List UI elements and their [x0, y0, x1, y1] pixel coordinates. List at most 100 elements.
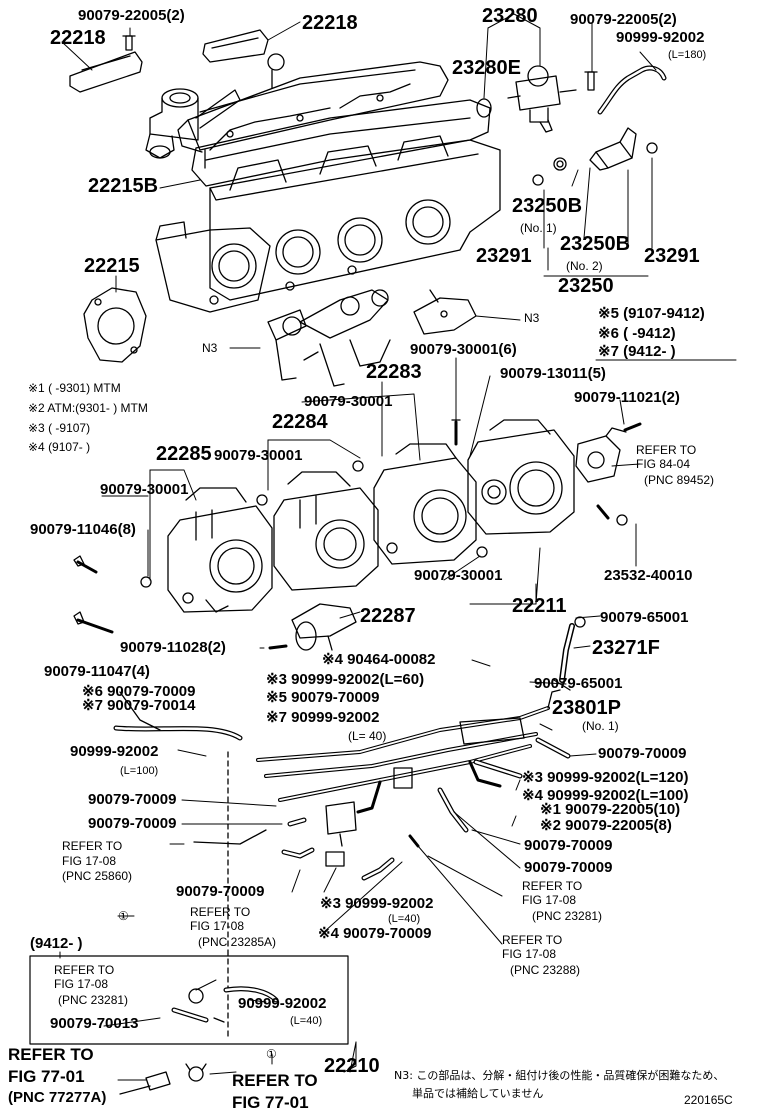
label-22218-right: 22218	[302, 12, 358, 34]
screw-90079-22005-top-drawing	[122, 35, 136, 51]
label-note-5: ※5 (9107-9412)	[598, 305, 705, 322]
label-no1-b: (No. 1)	[582, 719, 619, 733]
screw-90079-22005-drawing	[584, 71, 598, 91]
label-90079-30001-a: 90079-30001	[304, 393, 393, 410]
label-pnc-25860: (PNC 25860)	[62, 869, 133, 883]
inset-box-9412	[29, 955, 349, 1045]
label-90079-30001-b: 90079-30001	[214, 447, 303, 464]
label-23291-left: 23291	[476, 245, 532, 267]
label-90079-70009-m2: 90079-70009	[524, 859, 613, 876]
label-len-40-a: (L= 40)	[348, 729, 387, 743]
label-note-2: ※2 ATM:(9301- ) MTM	[28, 401, 148, 415]
label-note-n3-line2: 単品では補給していません	[412, 1087, 544, 1100]
label-90079-70009-right: 90079-70009	[598, 745, 687, 762]
throttle-body-22285-drawing	[167, 487, 273, 613]
label-refer-17c: REFER TO	[190, 905, 251, 919]
label-len-40-b: (L=40)	[388, 913, 421, 925]
label-23250: 23250	[558, 275, 614, 297]
label-pnc-23285A: (PNC 23285A)	[198, 935, 277, 949]
throttle-body-22283-drawing	[373, 443, 477, 565]
label-fig-17-08-c: FIG 17-08	[190, 919, 245, 933]
throttle-body-22284-drawing	[273, 471, 379, 591]
label-22287: 22287	[360, 605, 416, 627]
sensor-23250-drawing	[532, 127, 658, 186]
label-fig-17-08-e: FIG 17-08	[54, 977, 109, 991]
label-pnc-23281-r: (PNC 23281)	[532, 909, 603, 923]
label-note-n3-line1: N3: この部品は、分解・組付け後の性能・品質確保が困難なため、	[394, 1069, 725, 1082]
label-90464-00082: ※4 90464-00082	[322, 651, 436, 668]
label-refer-17d: REFER TO	[502, 933, 563, 947]
label-pnc-23281-b: (PNC 23281)	[58, 993, 129, 1007]
hose-lower-drawing	[119, 691, 420, 1041]
vsv-drawing	[325, 767, 413, 867]
label-s5-90079-70009: ※5 90079-70009	[266, 689, 380, 706]
label-note-1: ※1 ( -9301) MTM	[28, 381, 121, 395]
label-pnc-89452: (PNC 89452)	[644, 473, 715, 487]
label-s6-90079-70009: ※6 90079-70009	[82, 683, 196, 700]
label-22210: 22210	[324, 1055, 380, 1077]
label-22218-left: 22218	[50, 27, 106, 49]
label-s1-90079-22005-10: ※1 90079-22005(10)	[540, 801, 681, 818]
label-no1-a: (No. 1)	[520, 221, 557, 235]
label-s7-90999-92002: ※7 90999-92002	[266, 709, 380, 726]
label-23271F: 23271F	[592, 637, 660, 659]
label-len-100: (L=100)	[120, 765, 159, 777]
label-90079-65001-top: 90079-65001	[600, 609, 689, 626]
throttle-position-sensor-drawing	[575, 427, 627, 483]
nuts-drawing	[140, 460, 628, 628]
label-23250B-no2: 23250B	[560, 233, 631, 255]
label-note-6: ※6 ( -9412)	[598, 325, 676, 342]
label-90079-70009-bottom: 90079-70009	[176, 883, 265, 900]
o-ring-23280E-drawing	[476, 98, 492, 118]
label-n3-right: N3	[524, 311, 540, 325]
label-22215B: 22215B	[88, 175, 159, 197]
label-22211: 22211	[512, 595, 567, 617]
hose-77277A-drawing	[119, 1071, 171, 1095]
hose-90999-92002-100-drawing	[113, 725, 243, 741]
label-23532-40010: 23532-40010	[604, 567, 693, 584]
label-refer-17a: REFER TO	[62, 839, 123, 853]
label-date-9412: (9412- )	[30, 935, 83, 952]
label-22283: 22283	[366, 361, 422, 383]
label-90079-22005-2-top: 90079-22005(2)	[78, 7, 185, 24]
label-90079-11046-8: 90079-11046(8)	[30, 521, 136, 538]
label-len-180: (L=180)	[668, 49, 707, 61]
label-22284: 22284	[272, 411, 328, 433]
box-hoses-drawing	[171, 986, 279, 1023]
label-90079-11047-4: 90079-11047(4)	[44, 663, 150, 680]
throttle-linkage-n3-left-drawing	[267, 289, 391, 387]
label-fig-77-01-b: FIG 77-01	[232, 1093, 309, 1112]
label-note-7: ※7 (9412- )	[598, 343, 676, 360]
label-90079-65001-b: 90079-65001	[534, 675, 623, 692]
label-90079-22005-2-right: 90079-22005(2)	[570, 11, 677, 28]
label-23801P: 23801P	[552, 697, 621, 719]
label-s3-90999-92002-40: ※3 90999-92002	[320, 895, 434, 912]
label-22215: 22215	[84, 255, 140, 277]
hose-right-drawing	[437, 737, 571, 833]
label-no2: (No. 2)	[566, 259, 603, 273]
gasket-22215-drawing	[83, 287, 147, 363]
label-note-3: ※3 ( -9107)	[28, 421, 91, 435]
label-n3-left: N3	[202, 341, 218, 355]
label-refer-77a: REFER TO	[8, 1045, 94, 1064]
label-90999-92002-top: 90999-92002	[616, 29, 705, 46]
label-refer-17b: REFER TO	[522, 879, 583, 893]
clamp-drawing	[185, 1063, 207, 1082]
label-refer-77b: REFER TO	[232, 1071, 318, 1090]
label-90079-30001-d: 90079-30001	[414, 567, 503, 584]
intake-manifold-drawing	[155, 135, 501, 313]
label-fig-84-04: FIG 84-04	[636, 457, 691, 471]
label-fig-77-01-a: FIG 77-01	[8, 1067, 85, 1086]
label-90079-30001-6: 90079-30001(6)	[410, 341, 517, 358]
label-s3-90999-92002-120: ※3 90999-92002(L=120)	[522, 769, 689, 786]
label-s4-90079-70009: ※4 90079-70009	[318, 925, 432, 942]
bracket-n3-right-drawing	[413, 289, 477, 335]
label-s4-90999-92002-100: ※4 90999-92002(L=100)	[522, 787, 689, 804]
label-90079-70013: 90079-70013	[50, 1015, 139, 1032]
hose-23271F-drawing	[553, 623, 575, 691]
label-90079-70009-l1: 90079-70009	[88, 791, 177, 808]
label-23291-right: 23291	[644, 245, 700, 267]
label-diagram-id: 220165C	[684, 1093, 733, 1107]
